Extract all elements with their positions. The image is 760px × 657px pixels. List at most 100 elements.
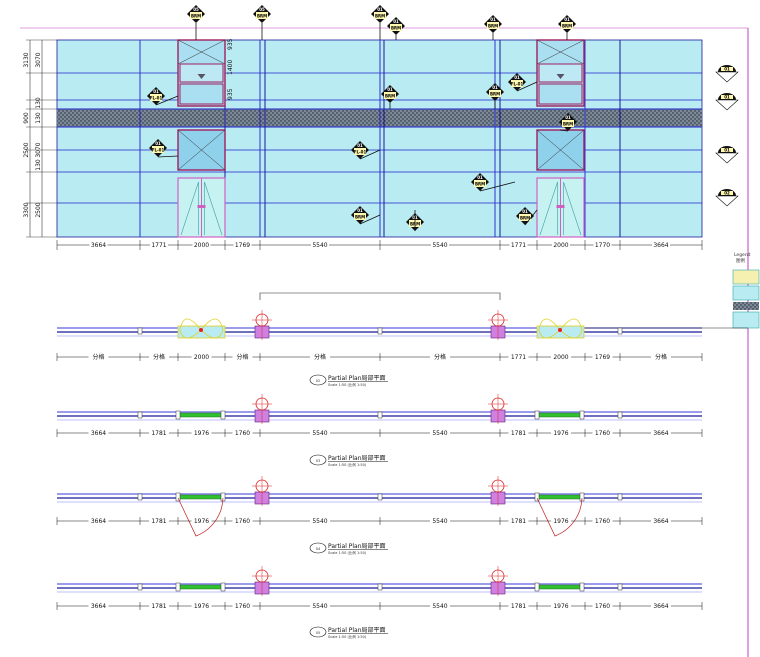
tag-leader xyxy=(359,149,381,160)
tag-leader xyxy=(479,181,516,192)
plan-dim-label-bg xyxy=(551,353,571,360)
door-handle xyxy=(556,205,565,208)
panel-dimension: 935 xyxy=(227,38,234,50)
door-leaf xyxy=(177,494,224,500)
tag-code: BRM xyxy=(490,92,500,97)
plan-dim-label-bg xyxy=(508,353,529,360)
door-swing-line xyxy=(204,181,223,236)
plan-dim-label-bg xyxy=(191,429,212,436)
plan-dim-label-bg xyxy=(191,517,212,524)
tag-label-bg xyxy=(562,120,574,127)
legend-swatch-frame xyxy=(732,269,760,285)
tag-code: BRM xyxy=(191,14,201,19)
plan-number-bubble xyxy=(309,454,327,466)
level-marker: 01 xyxy=(715,65,739,83)
plan-title: Partial Plan局部平面 xyxy=(328,374,386,382)
tag-code: BRM xyxy=(375,14,385,19)
door-jamb xyxy=(534,492,540,502)
legend: Legend 图例 xyxy=(732,252,760,329)
level-marker: 02 xyxy=(715,189,739,207)
plan-number: 03 xyxy=(316,459,320,463)
tag-label-bg xyxy=(511,80,523,87)
plan-dim-label: 1771 xyxy=(511,354,526,361)
plan-dim-label: 1781 xyxy=(511,603,526,610)
plan-scale: Scale 1:50 (比例 1:50) xyxy=(328,634,367,639)
tag-label-bg xyxy=(354,148,366,155)
tag-code: BRM xyxy=(391,26,401,31)
dim-label: 3664 xyxy=(91,242,106,249)
tag-code: BRM xyxy=(385,94,395,99)
plan-dim-label: 1781 xyxy=(511,518,526,525)
dim-label: 1771 xyxy=(151,242,166,249)
plan-dim-label: 1781 xyxy=(151,518,166,525)
plan-dim-label-bg xyxy=(508,517,529,524)
tag-number: 05 xyxy=(259,7,265,12)
door-jamb xyxy=(579,582,585,592)
mullion-mark xyxy=(377,327,383,335)
plan-dim-label-bg xyxy=(651,602,671,609)
plan-dim-label: 5540 xyxy=(432,430,447,437)
plan-dim-label-bg xyxy=(88,353,109,360)
plan-dim-label-bg xyxy=(592,517,613,524)
opening-line xyxy=(536,129,585,171)
door-leaf xyxy=(177,584,224,590)
legend-swatch-panel xyxy=(732,311,760,329)
tag-label-bg xyxy=(561,22,573,29)
plan-dim-label: 1976 xyxy=(553,430,568,437)
plan-dim-label: 3664 xyxy=(91,430,106,437)
tag-number: 01 xyxy=(564,17,570,22)
plan-dim-label: 1760 xyxy=(595,518,610,525)
tag-number: 01 xyxy=(357,143,363,148)
plan-number: 02 xyxy=(316,379,320,383)
tag-label-bg xyxy=(474,180,486,187)
opening-line xyxy=(177,129,226,171)
level-marker: 01 xyxy=(715,146,739,164)
tag-code: FL-01 xyxy=(354,150,367,155)
lower-pane xyxy=(538,83,583,105)
plan-dim-label-bg xyxy=(310,353,330,360)
tag-label-bg xyxy=(152,146,164,153)
tag-label-bg xyxy=(390,24,402,31)
tag-number: 01 xyxy=(514,75,520,80)
plan-dim-label: 分格 xyxy=(153,353,165,361)
plan-dim-label: 分格 xyxy=(655,353,667,361)
tag-code: BRM xyxy=(562,24,572,29)
mullion-mark xyxy=(137,493,143,501)
plan-dim-label: 1976 xyxy=(194,430,209,437)
plan-dim-label-bg xyxy=(310,602,330,609)
door-swing-line xyxy=(180,181,199,236)
dim-label-bg xyxy=(652,241,670,248)
vent-panel xyxy=(538,63,583,83)
tag-label-bg xyxy=(489,90,501,97)
plan-dim-label-bg xyxy=(88,602,109,609)
door-swing-arc xyxy=(536,497,583,537)
plan-dim-label: 1760 xyxy=(595,603,610,610)
plan-dim-label: 分格 xyxy=(236,353,248,361)
plan-dim-label: 1760 xyxy=(235,430,250,437)
plan-title: Partial Plan局部平面 xyxy=(328,542,386,550)
mullion-mark xyxy=(617,493,623,501)
dim-label: 5540 xyxy=(432,242,447,249)
tag-number: 01 xyxy=(387,87,393,92)
plan-dim-label: 5540 xyxy=(312,603,327,610)
plan-dim-label-bg xyxy=(430,602,450,609)
level-label: 01 xyxy=(724,95,730,100)
plan-dim-label-bg xyxy=(310,429,330,436)
vent-panel xyxy=(179,63,224,83)
plan-dim-label-bg xyxy=(149,517,169,524)
dim-label-bg xyxy=(431,241,449,248)
dim-label-bg xyxy=(552,241,570,248)
plan-dim-label-bg xyxy=(430,429,450,436)
mullion-mark xyxy=(137,583,143,591)
tag-code: FL-01 xyxy=(152,148,165,153)
dim-label: 2000 xyxy=(553,242,568,249)
plan-number-bubble xyxy=(309,542,327,554)
door-jamb xyxy=(534,582,540,592)
tag-number: 01 xyxy=(153,89,159,94)
